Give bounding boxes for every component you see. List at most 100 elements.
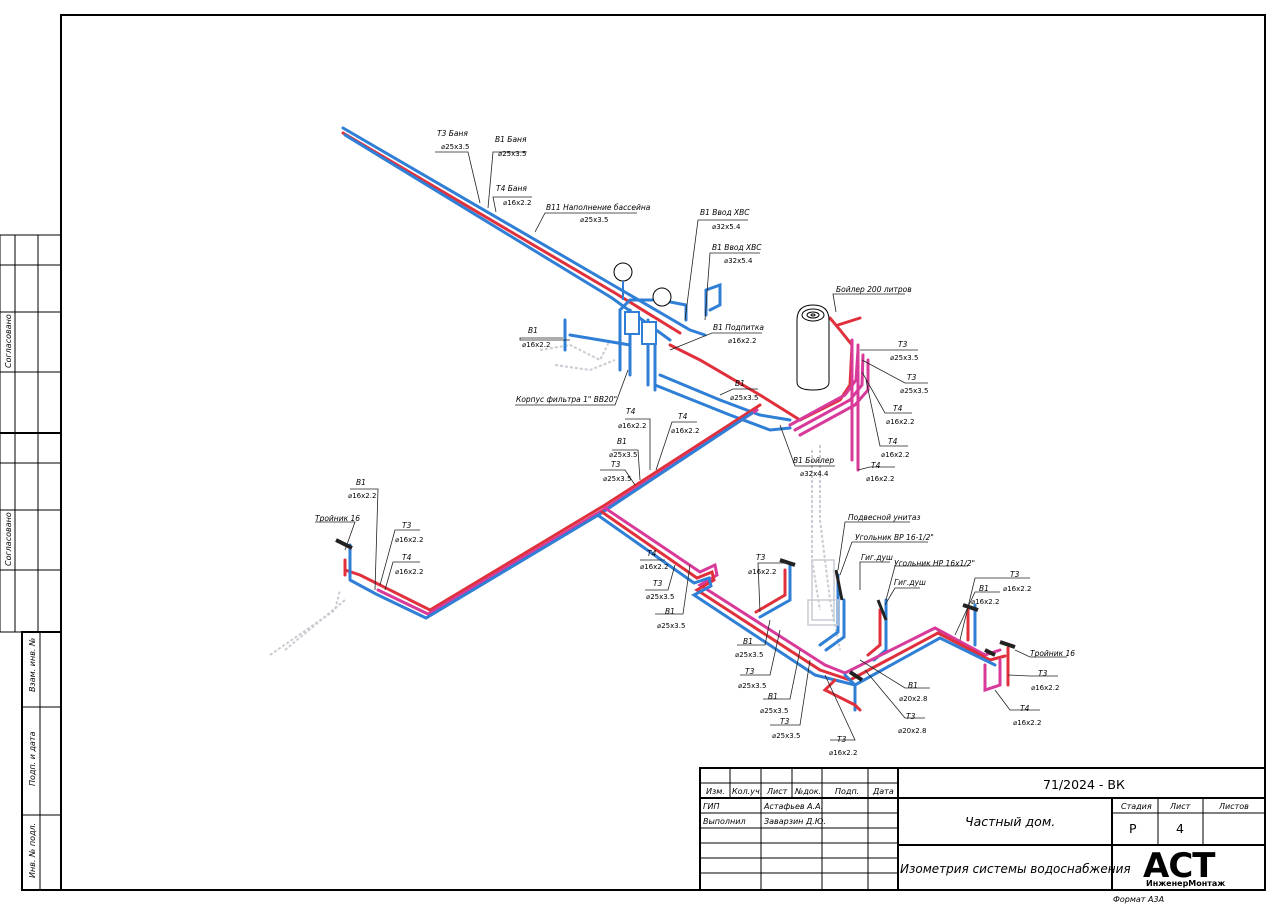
label-t4-boiler-2: Т4: [888, 437, 898, 446]
dim-v1-hvs-1: ⌀32х5.4: [712, 223, 741, 231]
label-v1-w: В1: [356, 478, 366, 487]
label-v11: В11 Наполнение бассейна: [546, 203, 651, 212]
dim-v1-r2: ⌀25х3.5: [760, 707, 788, 715]
label-t3-m: Т3: [611, 460, 621, 469]
label-tee-right: Тройник 16: [1030, 649, 1075, 658]
label-t3-r2: Т3: [780, 717, 790, 726]
label-t4-w: Т4: [402, 553, 412, 562]
stage-value: Р: [1129, 821, 1137, 836]
wall-hung-toilet: [807, 559, 839, 626]
dim-v1-e: ⌀16х2.2: [971, 598, 999, 606]
header-data: Дата: [872, 787, 894, 796]
company-logo-sub: ИнженерМонтаж: [1146, 879, 1225, 888]
label-wall-toilet: Подвесной унитаз: [848, 513, 921, 522]
label-t3-e: Т3: [1010, 570, 1020, 579]
tee-left-fitting: [335, 538, 353, 550]
dim-t3-m: ⌀25х3.5: [603, 475, 631, 483]
header-ndok: №док.: [794, 787, 821, 796]
label-v1-banya: В1 Баня: [495, 135, 527, 144]
title-block: Изм. Кол.уч. Лист №док. Подп. Дата ГИП А…: [699, 767, 1266, 891]
label-t3-banya: Т3 Баня: [437, 129, 468, 138]
label-t3-boiler-2: Т3: [907, 373, 917, 382]
label-v1-r2: В1: [768, 692, 778, 701]
expansion-tank-1: [613, 262, 633, 300]
label-boiler-200: Бойлер 200 литров: [836, 285, 912, 294]
sign-date-label: Подп. и дата: [28, 731, 37, 786]
label-t3-boiler-1: Т3: [898, 340, 908, 349]
sheet-value: 4: [1176, 821, 1184, 836]
dim-t3-r2: ⌀25х3.5: [772, 732, 800, 740]
label-t3-g: Т3: [906, 712, 916, 721]
dim-v1-r1: ⌀25х3.5: [735, 651, 763, 659]
dim-t3-boiler-2: ⌀25х3.5: [900, 387, 928, 395]
label-v1-c: В1: [735, 379, 745, 388]
dim-t4-boiler-3: ⌀16х2.2: [866, 475, 894, 483]
dim-t3-s: ⌀25х3.5: [646, 593, 674, 601]
dim-v1-hvs-2: ⌀32х5.4: [724, 257, 753, 265]
pipe-labels: Т3 Баня ⌀25х3.5 В1 Баня ⌀25х3.5 Т4 Баня …: [315, 129, 1075, 757]
sheet-header: Лист: [1169, 802, 1191, 811]
dim-t3-w: ⌀16х2.2: [395, 536, 423, 544]
header-kol-uch: Кол.уч.: [732, 787, 762, 796]
label-tee-left: Тройник 16: [315, 514, 360, 523]
label-t4-m1: Т4: [626, 407, 636, 416]
dim-v11: ⌀25х3.5: [580, 216, 608, 224]
label-hyg-shower-2: Гиг.душ: [894, 578, 926, 587]
label-v1-e: В1: [979, 584, 989, 593]
inv-replace-label: Взам. инв. №: [28, 638, 37, 692]
dim-v1-podpitka: ⌀16х2.2: [728, 337, 756, 345]
label-hyg-shower-1: Гиг.душ: [861, 553, 893, 562]
label-t4-s: Т4: [647, 549, 657, 558]
label-t3-r3: Т3: [837, 735, 847, 744]
label-t3-r1: Т3: [745, 667, 755, 676]
header-list: Лист: [766, 787, 788, 796]
label-v1-left: В1: [528, 326, 538, 335]
gip-role: ГИП: [703, 802, 719, 811]
header-izm: Изм.: [706, 787, 725, 796]
label-t4-boiler-3: Т4: [871, 461, 881, 470]
dim-t4-w: ⌀16х2.2: [395, 568, 423, 576]
format-label: Формат А3А: [1113, 895, 1164, 904]
object-name: Частный дом.: [965, 814, 1055, 829]
dim-t3-g: ⌀20х2.8: [898, 727, 926, 735]
dim-v1-banya: ⌀25х3.5: [498, 150, 526, 158]
dim-t4-m1: ⌀16х2.2: [618, 422, 646, 430]
label-v1-hvs-2: В1 Ввод ХВС: [712, 243, 762, 252]
agreed-label-1: Согласовано: [4, 314, 13, 368]
filter-housing: [624, 311, 657, 345]
expansion-tank-2: [652, 287, 672, 307]
leaders: [315, 151, 1067, 741]
dim-t4-e: ⌀16х2.2: [1013, 719, 1041, 727]
inv-orig-label: Инв. № подл.: [28, 823, 37, 878]
dim-v1-s: ⌀25х3.5: [657, 622, 685, 630]
dim-v1-c: ⌀25х3.5: [730, 394, 758, 402]
company-logo: АСТ: [1143, 846, 1216, 886]
sheet-title: Изометрия системы водоснабжения: [900, 862, 1131, 876]
sheets-header: Листов: [1218, 802, 1249, 811]
dim-t3-boiler-1: ⌀25х3.5: [890, 354, 918, 362]
dim-t3-sb: ⌀16х2.2: [748, 568, 776, 576]
dim-t3-r1: ⌀25х3.5: [738, 682, 766, 690]
dim-v1-left: ⌀16х2.2: [522, 341, 550, 349]
label-v1-s: В1: [665, 607, 675, 616]
label-v1-g: В1: [908, 681, 918, 690]
dim-v1-g: ⌀20х2.8: [899, 695, 927, 703]
label-v1-r1: В1: [743, 637, 753, 646]
gip-name: Астафьев А.А.: [763, 802, 823, 811]
label-t4-e: Т4: [1020, 704, 1030, 713]
dim-t3-e2: ⌀16х2.2: [1031, 684, 1059, 692]
dim-t4-boiler-1: ⌀16х2.2: [886, 418, 914, 426]
boiler-200l: [796, 304, 830, 391]
label-v1-podpitka: В1 Подпитка: [713, 323, 764, 332]
label-filter: Корпус фильтра 1" ВВ20": [516, 395, 617, 404]
dim-t4-s: ⌀16х2.2: [640, 563, 668, 571]
label-v1-hvs-1: В1 Ввод ХВС: [700, 208, 750, 217]
exec-name: Заварзин Д.Ю.: [764, 817, 826, 826]
label-t4-boiler-1: Т4: [893, 404, 903, 413]
label-t3-w: Т3: [402, 521, 412, 530]
dim-t4-banya: ⌀16х2.2: [503, 199, 531, 207]
dim-v1-w: ⌀16х2.2: [348, 492, 376, 500]
exec-role: Выполнил: [703, 817, 746, 826]
label-v1-m: В1: [617, 437, 627, 446]
